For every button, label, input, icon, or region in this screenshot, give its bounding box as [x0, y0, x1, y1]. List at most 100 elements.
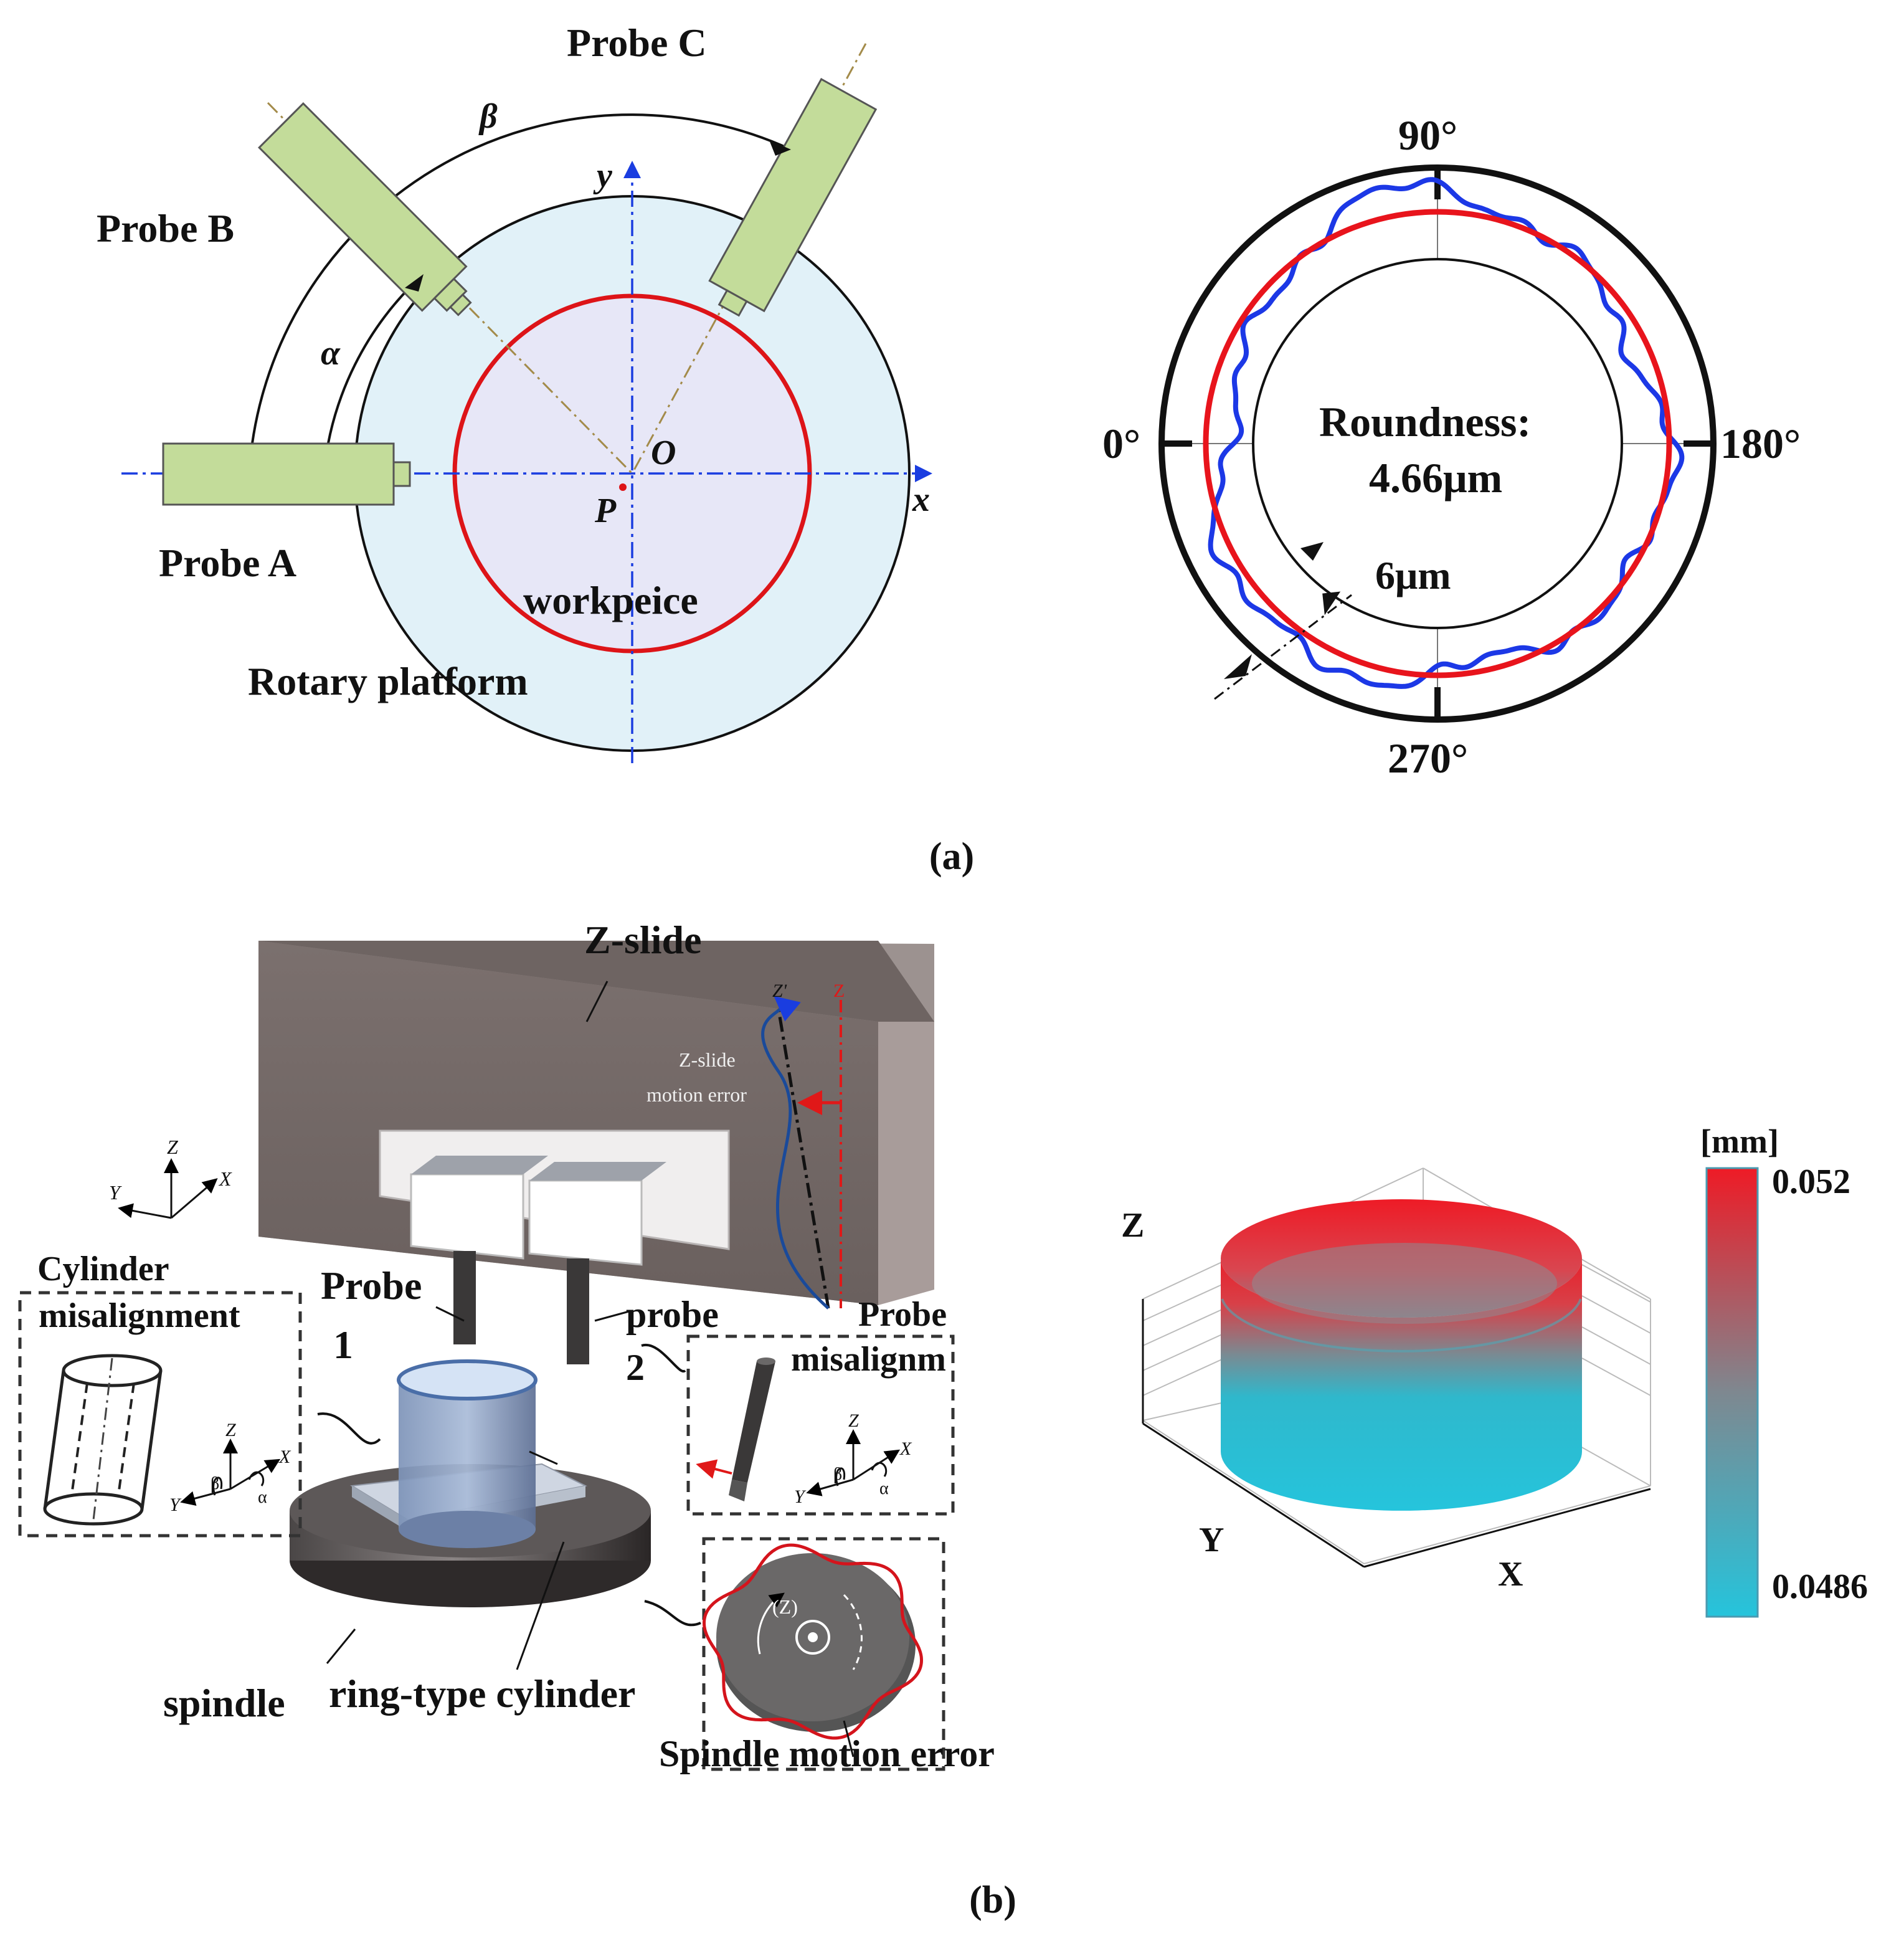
- coordinate-frame-main: Z X Y: [109, 1136, 232, 1219]
- cyl-coord-alpha: α: [258, 1488, 267, 1507]
- plate-side: [352, 1486, 408, 1531]
- z-slide-edge: [878, 1022, 934, 1305]
- probe-coord-x: X: [899, 1438, 912, 1459]
- plot-3d-z-label: Z: [1121, 1206, 1144, 1245]
- plot-3d-x-label: X: [1498, 1555, 1523, 1594]
- polar-label-270: 270°: [1388, 735, 1468, 782]
- scale-arrow-upper: [1322, 591, 1341, 616]
- ring-cylinder-top: [397, 1359, 538, 1400]
- z-axis-label: Z: [833, 981, 845, 1001]
- probe-b: [258, 102, 472, 316]
- spindle-center-label: (Z): [772, 1595, 798, 1618]
- probe-b-label: Probe B: [97, 206, 234, 250]
- plot-3d-x-axis: [1363, 1488, 1651, 1568]
- coord-z-label: Z: [167, 1136, 179, 1158]
- plot-3d-y-label: Y: [1199, 1521, 1224, 1559]
- tilted-probe-icon: [696, 1358, 775, 1501]
- alpha-arrow-head: [405, 274, 424, 292]
- spindle-label: spindle: [163, 1681, 285, 1725]
- probe-mount-1: [410, 1173, 524, 1260]
- z-prime-label: Z': [772, 981, 787, 1001]
- probe-layout-diagram: Probe C Probe B Probe A β α y x O P work…: [97, 21, 932, 763]
- probe-1-leader: [435, 1306, 465, 1322]
- ring-cylinder-bottom: [399, 1511, 536, 1548]
- probe-mount-2: [528, 1179, 643, 1266]
- probe-1-label-1: Probe: [321, 1263, 422, 1308]
- probe-misalignment-label-1: Probe: [858, 1295, 947, 1334]
- machine-schematic: Z X Y Z X Y β α: [18, 918, 995, 1774]
- probe-1-rod: [453, 1251, 476, 1344]
- rotary-platform-label: Rotary platform: [248, 659, 528, 703]
- colorbar: [1705, 1167, 1759, 1618]
- probe-2-rod: [567, 1258, 589, 1364]
- ring-cylinder-leader: [516, 1541, 565, 1670]
- cyl-coord-x: X: [278, 1447, 291, 1467]
- roundness-polar-plot: 90° 0° 180° 270° Roundness: 4.66μm 6μm: [1102, 112, 1801, 782]
- probe-2-label-2: 2: [626, 1347, 645, 1388]
- cyl-coord-z: Z: [225, 1420, 236, 1440]
- colorbar-min: 0.0486: [1772, 1567, 1868, 1606]
- probe-a: [162, 442, 411, 506]
- colorbar-max: 0.052: [1772, 1163, 1850, 1201]
- scale-line: [1214, 594, 1352, 700]
- probe-mount-2-top: [529, 1162, 666, 1181]
- caption-b: (b): [969, 1879, 1016, 1921]
- alpha-label: α: [321, 334, 341, 373]
- polar-label-0: 0°: [1102, 420, 1140, 467]
- probe-misalignment-box: [686, 1334, 955, 1516]
- tilted-cylinder-icon: [43, 1354, 163, 1526]
- cylinder-misalignment-box: [18, 1291, 302, 1538]
- plot-3d-y-axis: [1142, 1422, 1365, 1568]
- spindle-disk-icon: (Z): [702, 1543, 924, 1757]
- scale-arrow-head-bottom: [1224, 654, 1252, 679]
- beta-label: β: [478, 97, 498, 136]
- point-p-label: P: [594, 492, 617, 530]
- cylinder-misalignment-connector: [317, 1412, 381, 1445]
- probe-2-label-1: probe: [626, 1294, 719, 1335]
- cyl-coord-y: Y: [169, 1495, 182, 1515]
- ring-type-cylinder: [399, 1380, 536, 1529]
- z-slide-error-curve: [761, 996, 830, 1310]
- spindle-error-box: [702, 1537, 945, 1771]
- cylinder-coordinate-icon: Z X Y β α: [169, 1420, 291, 1515]
- deviation-cylinder-body: [1221, 1258, 1582, 1511]
- spindle-error-connector: [644, 1600, 701, 1627]
- y-axis-label: y: [593, 156, 613, 195]
- ring-type-cylinder-label: ring-type cylinder: [329, 1671, 635, 1716]
- workpiece-label: workpeice: [523, 578, 698, 622]
- beta-arrow-head: [769, 140, 791, 156]
- coord-y-label: Y: [109, 1181, 122, 1204]
- colorbar-unit: [mm]: [1700, 1123, 1779, 1160]
- scale-label: 6μm: [1375, 553, 1451, 597]
- probe-coord-beta: β: [833, 1465, 842, 1484]
- probe-c: [708, 78, 878, 317]
- point-p-dot: [619, 483, 627, 491]
- probe-c-label: Probe C: [567, 21, 707, 65]
- probe-coord-alpha: α: [879, 1479, 889, 1498]
- probe-coordinate-icon: Z X Y β α: [794, 1410, 912, 1507]
- probe-2-leader: [594, 1310, 630, 1322]
- z-prime-line: [777, 1009, 830, 1309]
- cylinder-misalignment-label-2: misalignment: [39, 1296, 240, 1335]
- point-o-label: O: [651, 434, 676, 472]
- deviation-cylinder-ring: [1221, 1298, 1582, 1353]
- probe-a-label: Probe A: [159, 541, 296, 585]
- z-slide-label: Z-slide: [584, 918, 701, 962]
- scale-arrow-head-top: [1300, 542, 1324, 561]
- probe-misalignment-label-2: misalignm: [791, 1340, 946, 1379]
- polar-label-90: 90°: [1398, 112, 1457, 159]
- roundness-title: Roundness:: [1319, 398, 1531, 445]
- z-slide-error-label-1: Z-slide: [679, 1048, 736, 1071]
- caption-a: (a): [929, 835, 974, 878]
- spindle-leader: [326, 1629, 356, 1664]
- roundness-value: 4.66μm: [1369, 454, 1502, 502]
- probe-1-label-2: 1: [333, 1323, 353, 1367]
- spindle-motion-error-label: Spindle motion error: [659, 1733, 995, 1774]
- beta-arc: [248, 113, 792, 474]
- probe-coord-z: Z: [848, 1410, 859, 1431]
- probe-coord-y: Y: [794, 1486, 807, 1507]
- polar-inner-ring: [1252, 258, 1623, 629]
- z-slide-error-label-2: motion error: [647, 1083, 747, 1106]
- deviation-3d-plot: Z Y X [mm] 0.052 0.0486: [1121, 1123, 1868, 1618]
